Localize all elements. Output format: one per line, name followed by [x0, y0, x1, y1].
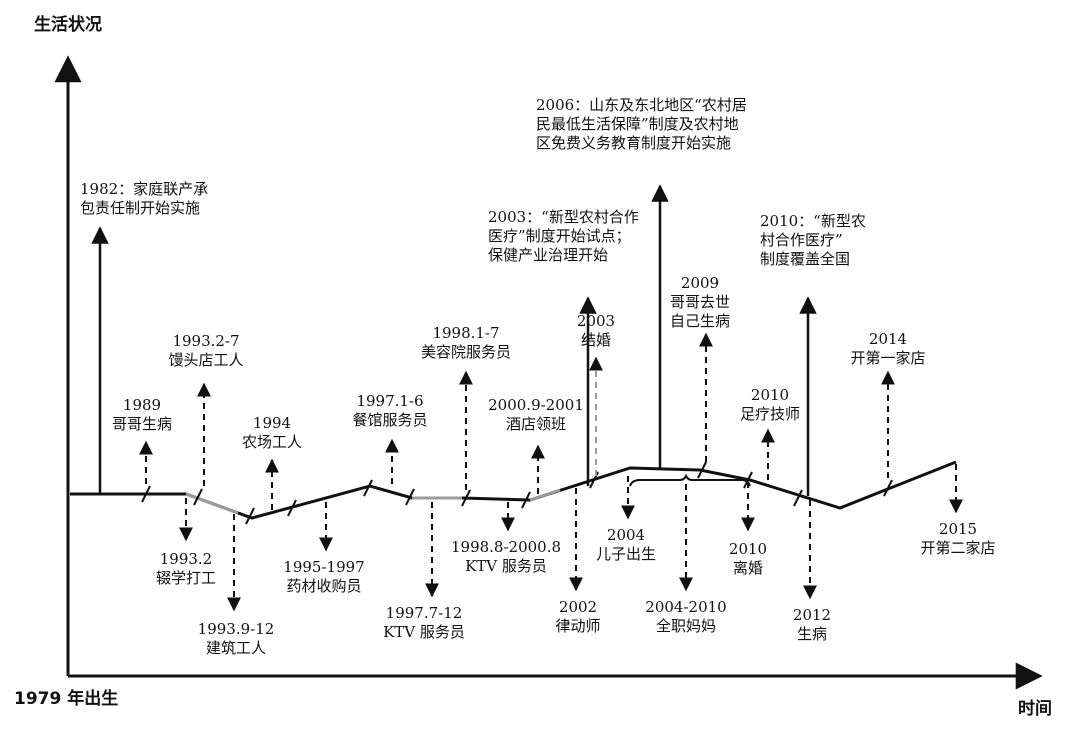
life-line-gray-3 — [529, 488, 561, 502]
policy-2010-label: 2010：“新型农村合作医疗”制度覆盖全国 — [760, 212, 866, 268]
life-line-gray-1 — [185, 492, 239, 515]
x-axis-title: 时间 — [1018, 699, 1052, 719]
event-arrows-up — [139, 332, 895, 510]
event-arrows-down — [179, 464, 963, 612]
policy-1982-label: 1982：家庭联产承包责任制开始实施 — [80, 180, 209, 217]
policy-2006-label: 2006：山东及东北地区“农村居民最低生活保障”制度及农村地区免费义务教育制度开… — [536, 96, 747, 152]
period-slashes — [141, 461, 893, 525]
life-line — [70, 460, 957, 520]
y-axis-title: 生活状况 — [34, 15, 102, 35]
policy-2003-label: 2003：“新型农村合作医疗”制度开始试点；保健产业治理开始 — [488, 208, 639, 264]
origin-label: 1979 年出生 — [14, 689, 119, 709]
period-brace — [629, 473, 751, 487]
